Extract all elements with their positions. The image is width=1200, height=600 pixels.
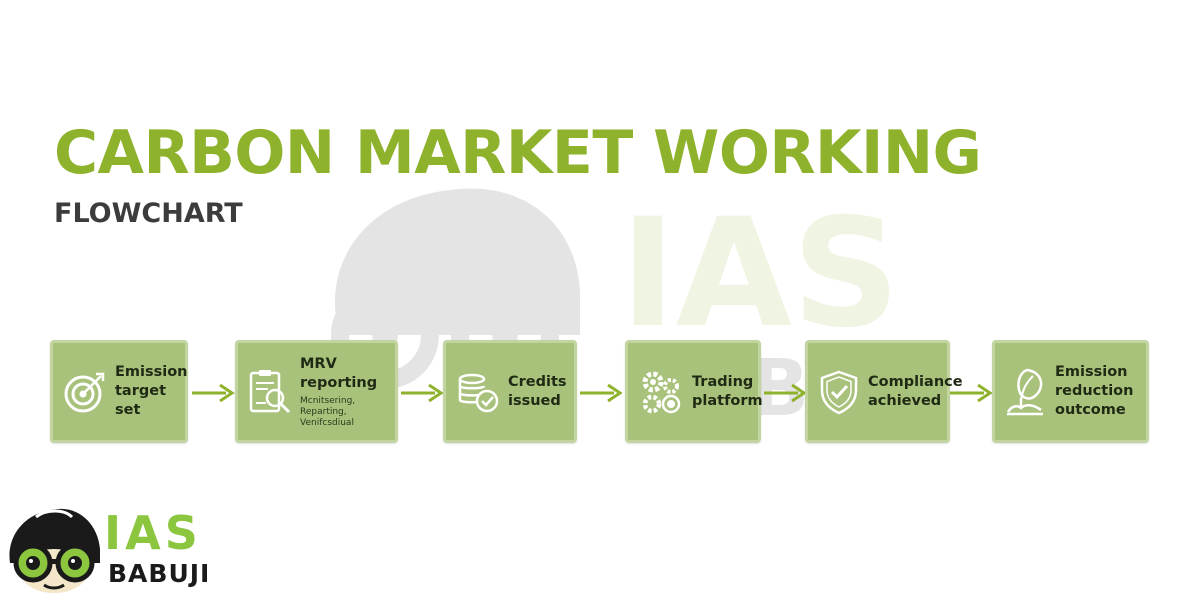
target-icon [63,370,107,414]
logo-text-ias: IAS [104,506,202,560]
page-title: CARBON MARKET WORKING [54,118,982,188]
step-sublabel: Mcnitsering, Reparting, Venifcsdiual [300,395,356,428]
step-label: MRV reporting [300,355,378,391]
watermark-text-ias: IAS [620,187,900,361]
coins-check-icon [456,370,500,414]
page-subtitle: FLOWCHART [54,198,243,229]
logo-text-babuji: BABUJI [108,559,211,588]
flow-arrow [190,381,236,405]
step-label: Trading platform [692,373,763,409]
leaf-plant-icon [1005,366,1047,418]
flow-step-emission-reduction: Emission reduction outcome [992,340,1149,443]
flow-step-emission-target: Emission target set [50,340,188,443]
flow-step-trading-platform: Trading platform [625,340,763,443]
flow-step-compliance-achieved: Compliance achieved [805,340,963,443]
step-label: Credits issued [508,373,567,409]
flow-step-mrv-reporting: MRV reporting Mcnitsering, Reparting, Ve… [235,340,398,443]
flow-arrow [578,381,624,405]
step-label: Emission target set [115,364,188,418]
step-label: Emission reduction outcome [1055,364,1134,418]
flow-step-credits-issued: Credits issued [443,340,577,443]
flow-arrow [948,381,994,405]
report-magnifier-icon [248,367,292,417]
gears-coins-icon [638,368,684,416]
flow-arrow [399,381,445,405]
ias-babuji-logo [9,508,101,593]
flow-arrow [762,381,808,405]
shield-check-icon [818,369,860,415]
step-label: Compliance achieved [868,373,963,409]
